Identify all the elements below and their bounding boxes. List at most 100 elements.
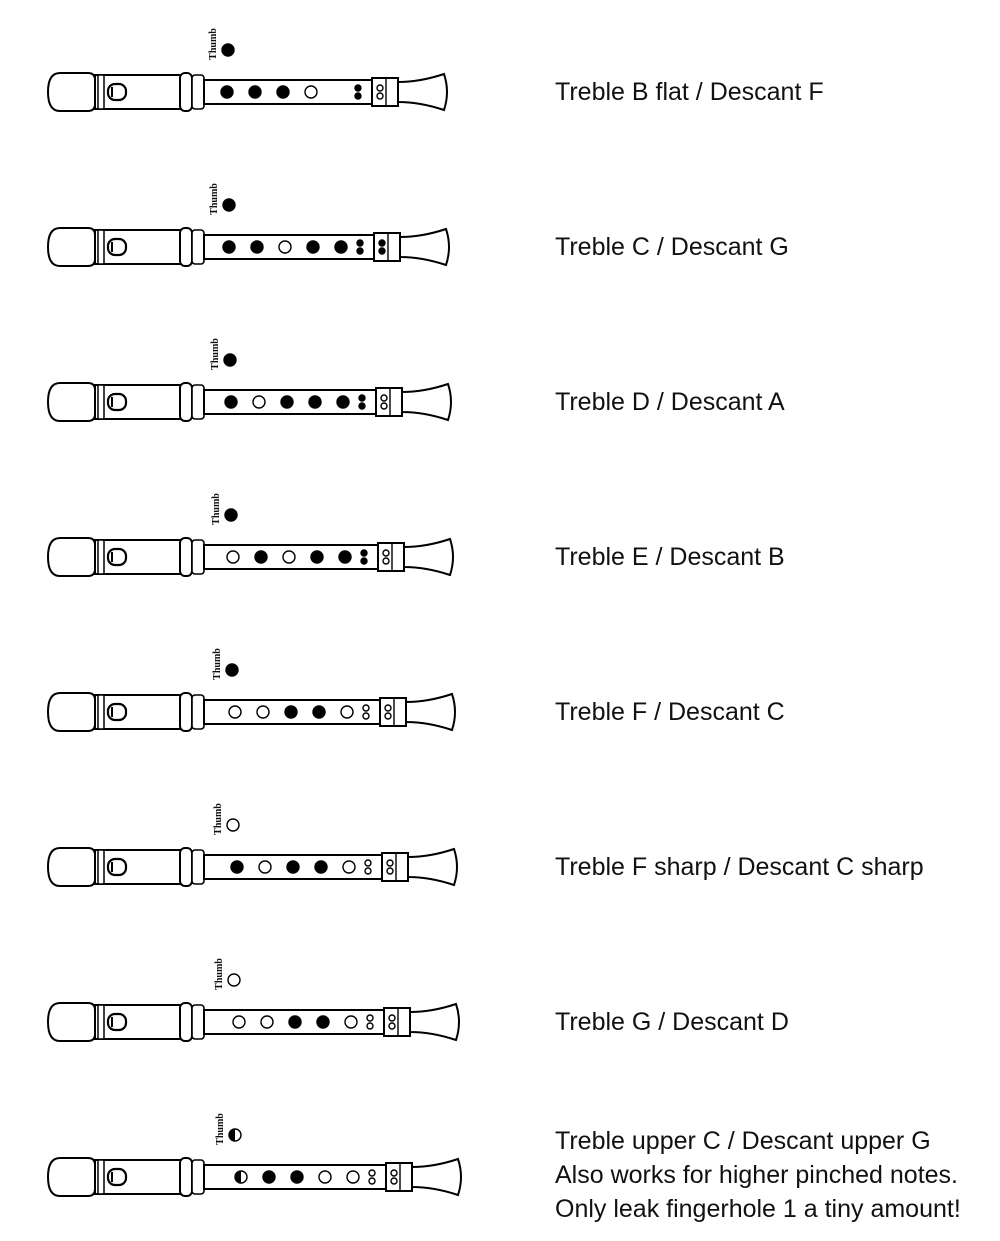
recorder-bell [399,227,450,267]
recorder-window [106,857,128,877]
fingerhole-6-b [368,1177,376,1185]
recorder-head-ring [97,1159,105,1195]
fingerhole-7-a [386,859,394,867]
thumb-label: Thumb [209,183,220,215]
fingerhole-5 [336,395,350,409]
fingerhole-4 [312,705,326,719]
fingerhole-3 [278,240,292,254]
recorder-window [106,1012,128,1032]
fingerhole-2 [252,395,266,409]
recorder-foot [379,697,407,727]
recorder-joint [179,1002,193,1042]
recorder-joint-ring [191,849,205,885]
recorder-mouthpiece [46,1157,96,1197]
thumb-hole [223,353,237,367]
recorder-joint-ring [191,384,205,420]
note-name: Treble F sharp / Descant C sharp [555,853,924,881]
fingerhole-6-b [356,247,364,255]
fingerhole-7-b [376,92,384,100]
recorder-mouthpiece [46,227,96,267]
recorder-window [106,82,128,102]
thumb-label: Thumb [215,1113,226,1145]
fingerhole-2 [262,1170,276,1184]
recorder-mouthpiece [46,847,96,887]
recorder-joint [179,1157,193,1197]
recorder-foot [381,852,409,882]
recorder-window [106,702,128,722]
thumb-hole [224,508,238,522]
fingerhole-5 [340,705,354,719]
fingerhole-1 [226,550,240,564]
fingerhole-6-a [360,549,368,557]
fingerhole-7-a [376,84,384,92]
fingerhole-6-a [366,1014,374,1022]
fingerhole-7-a [384,704,392,712]
fingerhole-7-a [378,239,386,247]
fingerhole-1 [220,85,234,99]
fingerhole-7-b [378,247,386,255]
fingerhole-2 [254,550,268,564]
recorder-bell [411,1157,462,1197]
recorder-mouthpiece [46,1002,96,1042]
recorder-window [106,1167,128,1187]
fingerhole-3 [286,860,300,874]
fingerhole-2 [248,85,262,99]
fingerhole-7-a [382,549,390,557]
fingerhole-6-b [358,402,366,410]
recorder-foot [383,1007,411,1037]
fingerhole-6-a [362,704,370,712]
fingerhole-5 [342,860,356,874]
recorder-joint [179,72,193,112]
recorder-window [106,547,128,567]
recorder-joint-ring [191,694,205,730]
fingerhole-4 [308,395,322,409]
fingerhole-4 [310,550,324,564]
fingerhole-5 [334,240,348,254]
recorder-bell [405,692,456,732]
note-name: Treble D / Descant A [555,388,785,416]
fingerhole-6-a [354,84,362,92]
recorder-joint [179,382,193,422]
recorder-joint-ring [191,229,205,265]
fingerhole-3 [282,550,296,564]
note-name: Treble G / Descant D [555,1008,789,1036]
thumb-label: Thumb [211,493,222,525]
recorder-bell [403,537,454,577]
thumb-hole [226,818,240,832]
fingerhole-3 [288,1015,302,1029]
fingerhole-6-a [368,1169,376,1177]
fingerhole-6-a [356,239,364,247]
recorder-joint-ring [191,1004,205,1040]
recorder-bell [397,72,448,112]
thumb-label: Thumb [208,28,219,60]
fingerhole-7-b [380,402,388,410]
recorder-joint [179,847,193,887]
thumb-label: Thumb [214,958,225,990]
fingerhole-7-b [388,1022,396,1030]
fingerhole-7-a [380,394,388,402]
recorder-joint-ring [191,74,205,110]
recorder-bell [407,847,458,887]
note-comment: Only leak fingerhole 1 a tiny amount! [555,1195,961,1223]
recorder-head-ring [97,539,105,575]
recorder-foot [385,1162,413,1192]
recorder-joint-ring [191,1159,205,1195]
recorder-mouthpiece [46,537,96,577]
recorder-mouthpiece [46,692,96,732]
fingerhole-1 [224,395,238,409]
thumb-label: Thumb [213,803,224,835]
fingerhole-5 [344,1015,358,1029]
fingerhole-7-b [384,712,392,720]
thumb-hole [221,43,235,57]
fingerhole-1 [232,1015,246,1029]
recorder-head-ring [97,1004,105,1040]
recorder-head-ring [97,384,105,420]
thumb-label: Thumb [212,648,223,680]
